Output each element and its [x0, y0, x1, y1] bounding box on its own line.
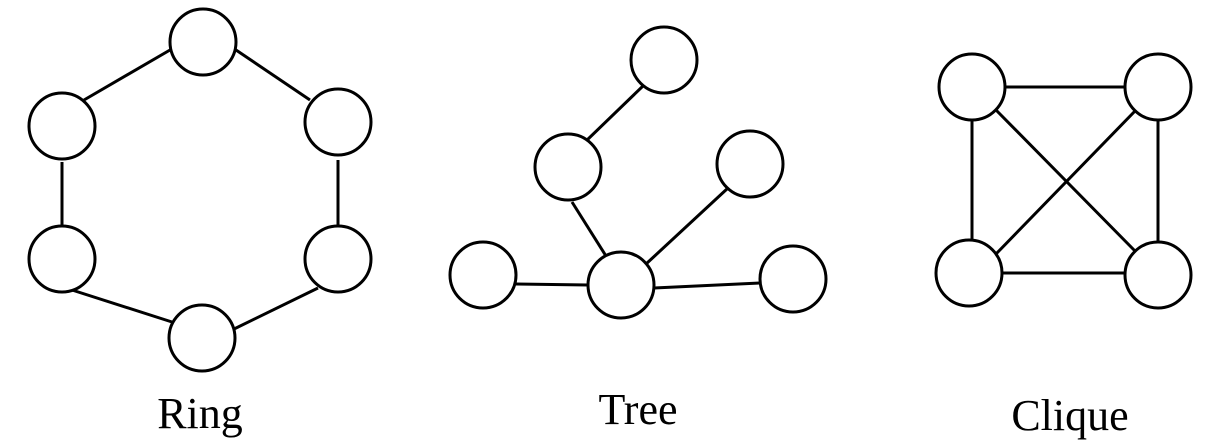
clique-node-bottom-right	[1123, 240, 1193, 310]
tree-edge-hub-right	[653, 281, 761, 290]
clique-edge-diagonal-up	[992, 108, 1138, 258]
tree-edge-top-middle-left	[583, 83, 646, 144]
tree-edges	[515, 83, 761, 290]
ring-edge-top-upper-left	[83, 48, 171, 102]
tree-graph: Tree	[448, 25, 828, 434]
ring-node-lower-left	[27, 224, 97, 294]
tree-node-left	[448, 240, 518, 310]
clique-node-top-right	[1123, 52, 1193, 122]
ring-edge-lower-left-bottom	[71, 288, 173, 324]
clique-node-bottom-left	[934, 238, 1004, 308]
clique-edges	[970, 85, 1160, 275]
clique-nodes	[934, 52, 1193, 310]
tree-node-right	[758, 244, 828, 314]
ring-node-lower-right	[303, 224, 373, 294]
tree-edge-left-hub	[515, 282, 589, 287]
tree-label: Tree	[598, 385, 677, 434]
ring-node-bottom	[167, 303, 237, 373]
ring-edges	[60, 48, 340, 332]
tree-nodes	[448, 25, 828, 320]
clique-label: Clique	[1011, 391, 1128, 440]
ring-edge-lower-right-bottom	[231, 286, 319, 332]
ring-nodes	[27, 7, 373, 373]
tree-edge-middle-left-hub	[570, 201, 608, 257]
ring-label: Ring	[157, 389, 243, 438]
clique-graph: Clique	[934, 52, 1193, 440]
ring-node-upper-right	[303, 87, 373, 157]
tree-node-top	[629, 25, 699, 95]
ring-node-top	[168, 7, 238, 77]
ring-edge-top-upper-right	[235, 48, 311, 102]
clique-node-top-left	[937, 52, 1007, 122]
tree-edge-middle-right-hub	[644, 186, 730, 266]
tree-node-hub	[586, 250, 656, 320]
tree-node-middle-right	[715, 129, 785, 199]
ring-node-upper-left	[27, 91, 97, 161]
ring-graph: Ring	[27, 7, 373, 438]
tree-node-middle-left	[533, 132, 603, 202]
